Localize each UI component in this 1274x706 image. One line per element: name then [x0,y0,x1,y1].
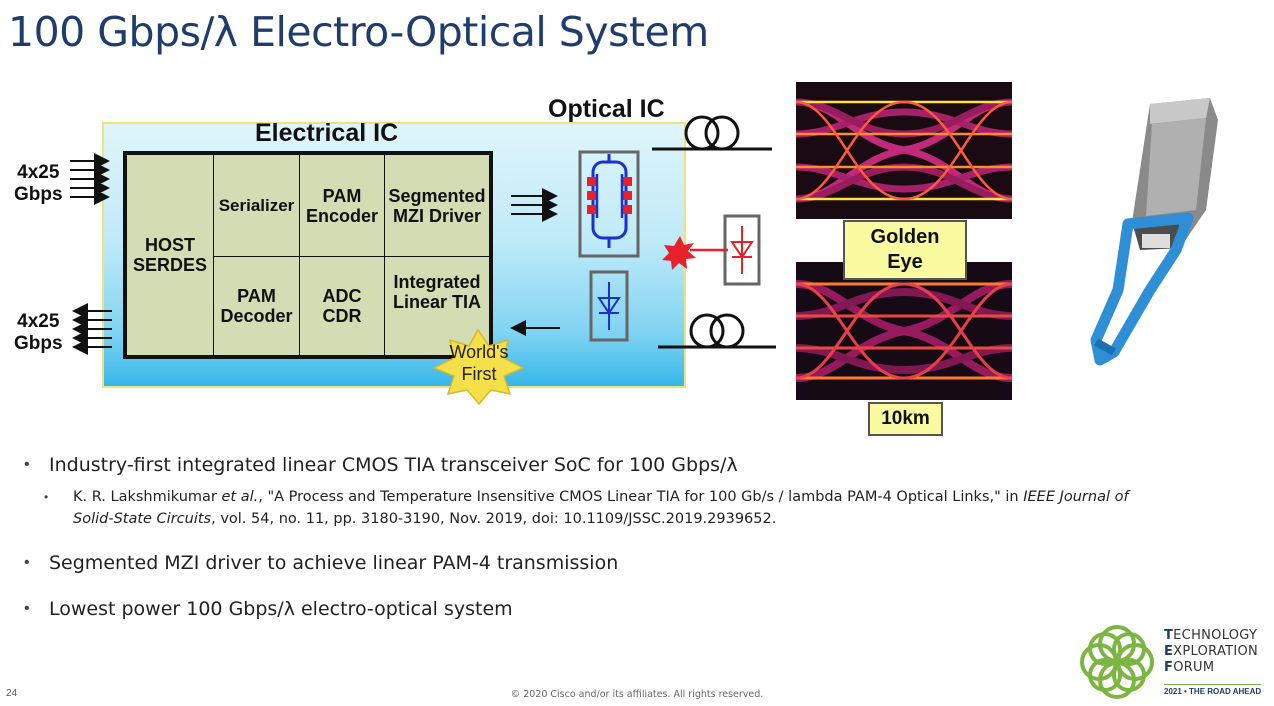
monitor-photodiode-icon [690,214,761,286]
10km-eye-diagram [796,262,1012,400]
worlds-first-label: World's First [443,341,515,385]
distance-label: 10km [868,402,943,436]
logo-initial-1: T [1164,628,1174,643]
laser-burst-icon [662,236,696,270]
receive-photodiode-icon [589,270,629,342]
output-rate-label: 4x25 Gbps [14,311,63,355]
logo-rest-2: XPLORATION [1173,644,1259,659]
driver-to-modulator-arrows [511,188,558,222]
golden-eye-traces [796,82,1012,219]
serializer-label: Serializer [218,195,295,215]
pam-encoder-label-1: PAM [322,185,362,206]
input-rate-label: 4x25 Gbps [14,162,63,206]
logo-rest-1: ECHNOLOGY [1173,628,1258,643]
ref-rest: , vol. 54, no. 11, pp. 3180-3190, Nov. 2… [211,511,777,527]
output-rate-label-bottom: Gbps [14,333,63,354]
transceiver-module-image [1090,98,1218,366]
reference-line-1: K. R. Lakshmikumar et al., "A Process an… [73,489,1129,505]
fiber-coil-tx-icon [652,115,772,151]
adc-cdr-label-2: CDR [322,306,362,326]
golden-eye-diagram [796,82,1012,219]
input-arrows [70,153,110,205]
slide-number: 24 [6,688,18,699]
fiber-coil-rx-icon [658,313,776,349]
slide-title: 100 Gbps/λ Electro-Optical System [8,8,709,56]
optical-ic-title: Optical IC [548,95,665,123]
linear-tia-label-2: Linear TIA [392,292,481,312]
worlds-first-line1: World's [449,342,509,362]
bullet-3: Lowest power 100 Gbps/λ electro-optical … [49,598,513,620]
host-serdes-label-2: SERDES [132,255,208,275]
pam-decoder-label-2: Decoder [220,306,293,326]
logo-rest-3: ORUM [1173,660,1215,675]
bullet-dot-3: • [24,600,30,617]
mzi-modulator-icon [578,150,640,258]
pam-decoder-label-1: PAM [237,286,276,306]
ref-journal-2: Solid-State Circuits [73,511,212,527]
mzi-driver-label-1: Segmented [388,185,486,206]
output-arrows [72,303,112,355]
input-rate-label-top: 4x25 [17,162,60,183]
pam-encoder-label-2: Encoder [305,205,379,226]
worlds-first-star [432,328,525,406]
logo-initial-2: E [1164,644,1174,659]
adc-cdr-label-1: ADC [322,286,362,306]
10km-eye-traces [796,262,1012,400]
golden-eye-label-2: Eye [887,251,923,273]
bullet-1: Industry-first integrated linear CMOS TI… [49,454,738,476]
ref-authors: K. R. Lakshmikumar [73,489,222,505]
electrical-ic-title: Electrical IC [255,119,399,147]
output-rate-label-top: 4x25 [17,311,60,332]
logo-initial-3: F [1164,660,1174,675]
host-serdes-label-1: HOST [144,235,195,255]
forum-logo-text: TECHNOLOGY EXPLORATION FORUM [1164,628,1258,676]
copyright-notice: © 2020 Cisco and/or its affiliates. All … [510,689,764,700]
ref-etal: et al. [221,489,259,505]
mzi-driver-label-2: MZI Driver [392,205,482,226]
linear-tia-label-1: Integrated [393,272,481,292]
golden-eye-label-1: Golden [870,226,940,248]
forum-logo-tagline: 2021 • THE ROAD AHEAD [1164,684,1262,696]
bullet-dot-2: • [24,554,30,571]
bullet-dot-1: • [24,456,30,473]
bullet-dot-ref: • [44,490,49,504]
reference-line-2: Solid-State Circuits, vol. 54, no. 11, p… [73,511,776,527]
ref-journal-1: IEEE Journal of [1023,489,1129,505]
input-rate-label-bottom: Gbps [14,184,63,205]
bullet-2: Segmented MZI driver to achieve linear P… [49,552,619,574]
worlds-first-line2: First [461,364,497,384]
ref-title: , "A Process and Temperature Insensitive… [258,489,1024,505]
forum-logo-icon [1080,625,1154,699]
